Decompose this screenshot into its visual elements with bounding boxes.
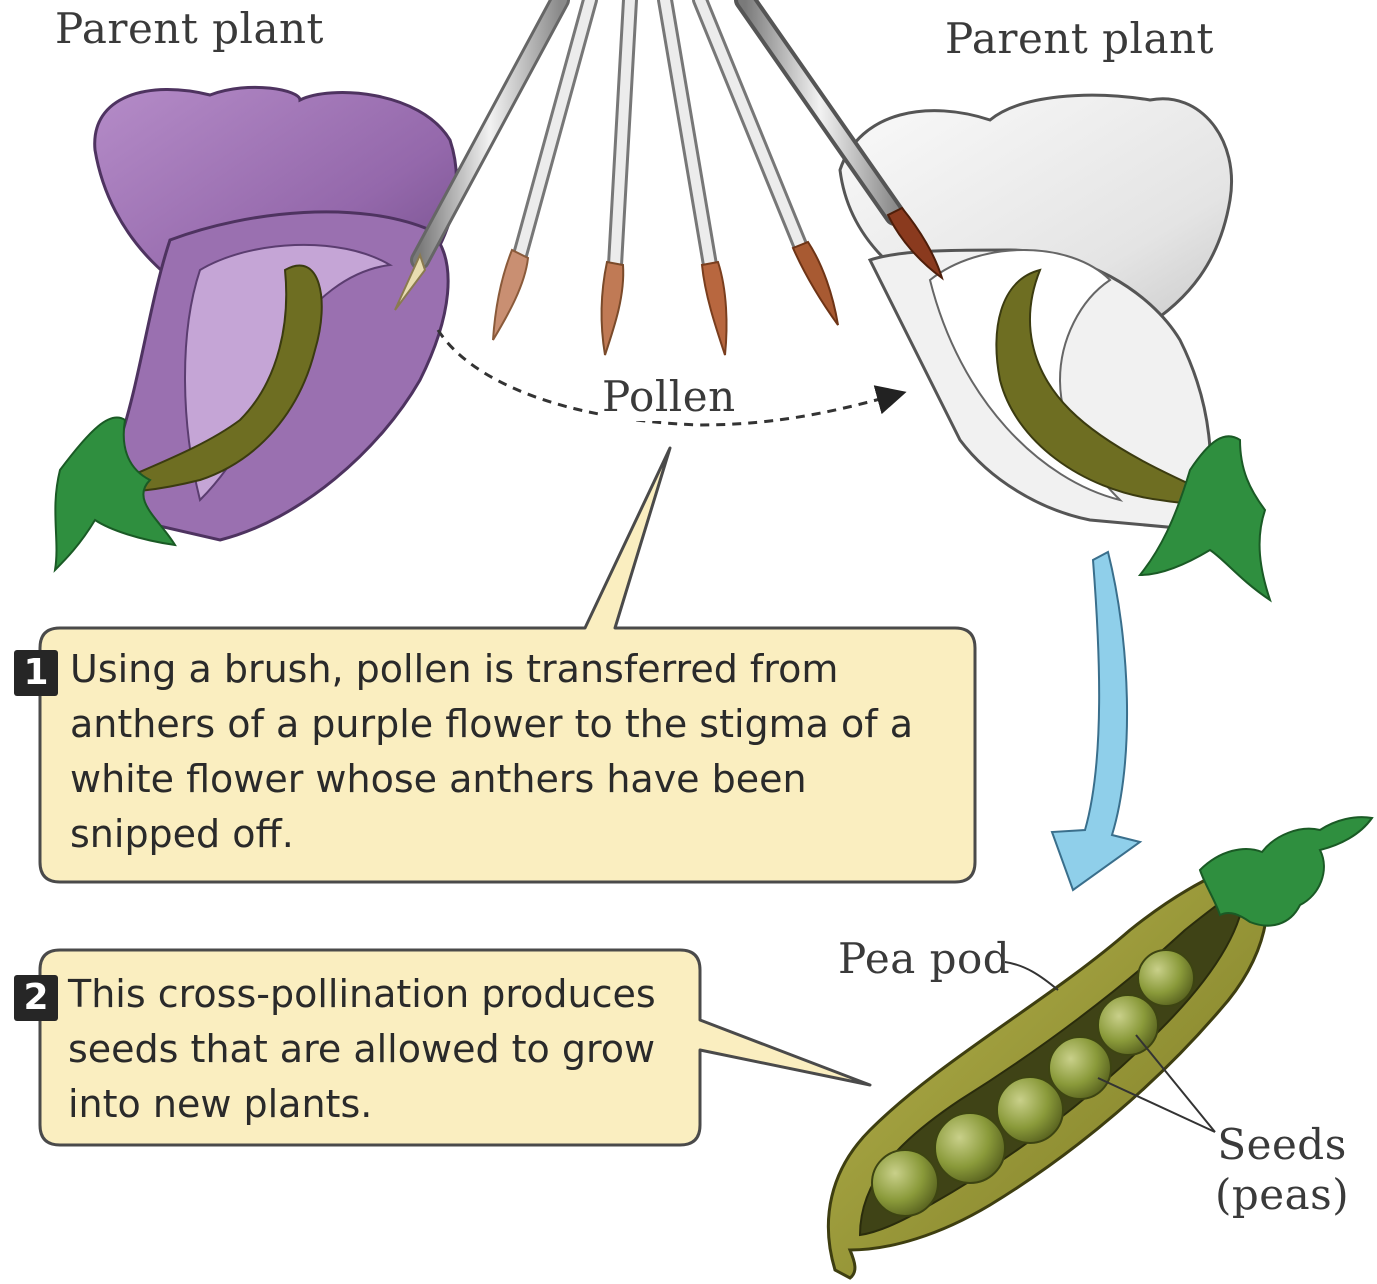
pea [1098,995,1158,1055]
step-2-line: This cross-pollination produces [68,967,656,1022]
step-1-line: anthers of a purple flower to the stigma… [70,697,913,752]
pea [872,1150,938,1216]
pod-calyx [1200,817,1372,926]
purple-flower [55,87,456,570]
pea [1138,950,1194,1006]
step-1-badge: 1 [14,650,58,696]
step-2-line: seeds that are allowed to grow [68,1022,656,1077]
pea-pod-leader [1005,962,1058,990]
parent-plant-right-label: Parent plant [945,14,1214,63]
pea [997,1077,1063,1143]
white-flower [840,95,1270,600]
step-1-text: Using a brush, pollen is transferred fro… [70,642,913,862]
step-2-line: into new plants. [68,1077,656,1132]
step-2-text: This cross-pollination produces seeds th… [68,967,656,1132]
pea [1049,1037,1111,1099]
pea-pod-label: Pea pod [838,934,1010,983]
step-1-line: Using a brush, pollen is transferred fro… [70,642,913,697]
step-2-badge: 2 [14,975,58,1021]
pollen-label: Pollen [598,372,740,421]
brush-3 [601,0,630,355]
parent-plant-left-label: Parent plant [55,4,324,53]
brushes [395,0,942,355]
seeds-label-line-2: (peas) [1215,1170,1349,1220]
step-1-line: white flower whose anthers have been [70,752,913,807]
seeds-label-line-1: Seeds [1215,1120,1349,1170]
pea [935,1113,1005,1183]
growth-arrow [1052,552,1140,890]
seeds-label: Seeds (peas) [1215,1120,1349,1220]
step-1-line: snipped off. [70,807,913,862]
